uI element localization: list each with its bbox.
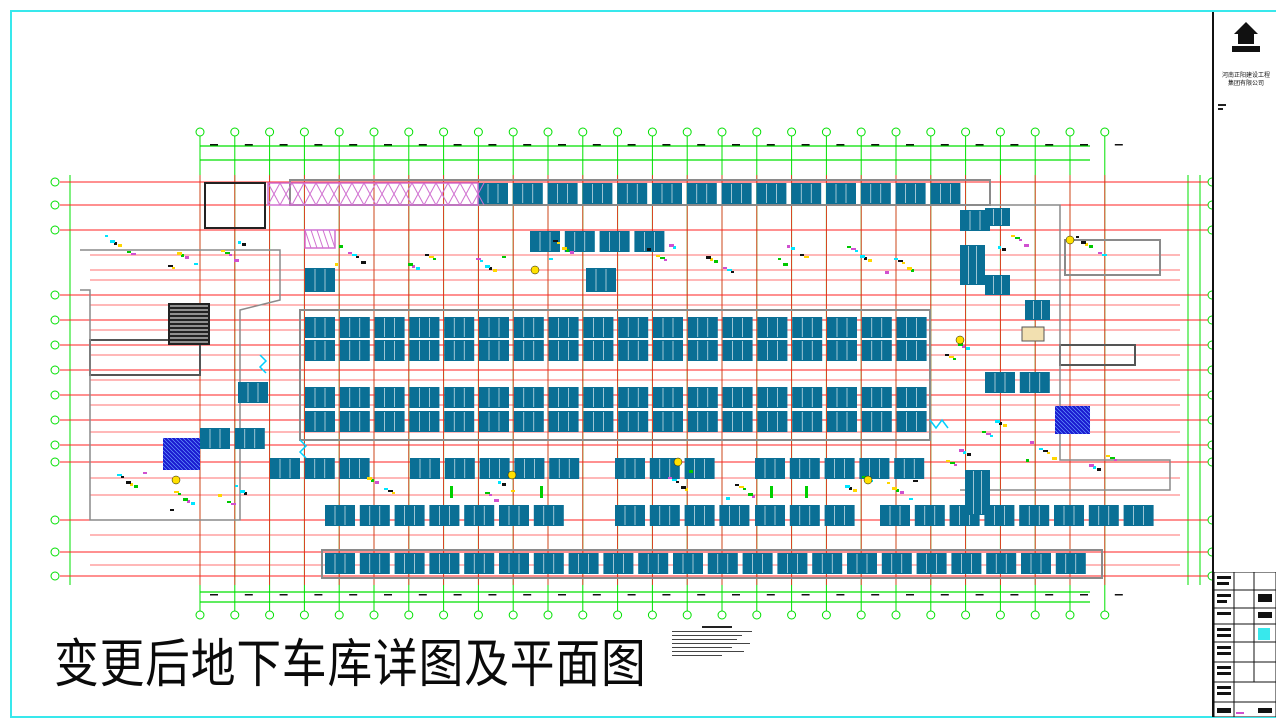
company-name: 河南正阳建设工程 集团有限公司 bbox=[1218, 72, 1274, 88]
title-block: 河南正阳建设工程 集团有限公司 bbox=[1212, 12, 1278, 717]
equipment-annotations bbox=[105, 235, 1117, 511]
north-arrow-icon bbox=[1218, 104, 1226, 110]
notes-block bbox=[672, 626, 752, 656]
company-line2: 集团有限公司 bbox=[1227, 80, 1264, 87]
drawing-title: 变更后地下车库详图及平面图 bbox=[54, 635, 647, 695]
company-line1: 河南正阳建设工程 bbox=[1221, 72, 1270, 79]
ramp-area bbox=[267, 182, 485, 249]
title-block-table bbox=[1214, 572, 1276, 717]
company-logo-icon bbox=[1232, 22, 1260, 52]
parking-spaces bbox=[200, 183, 1154, 574]
